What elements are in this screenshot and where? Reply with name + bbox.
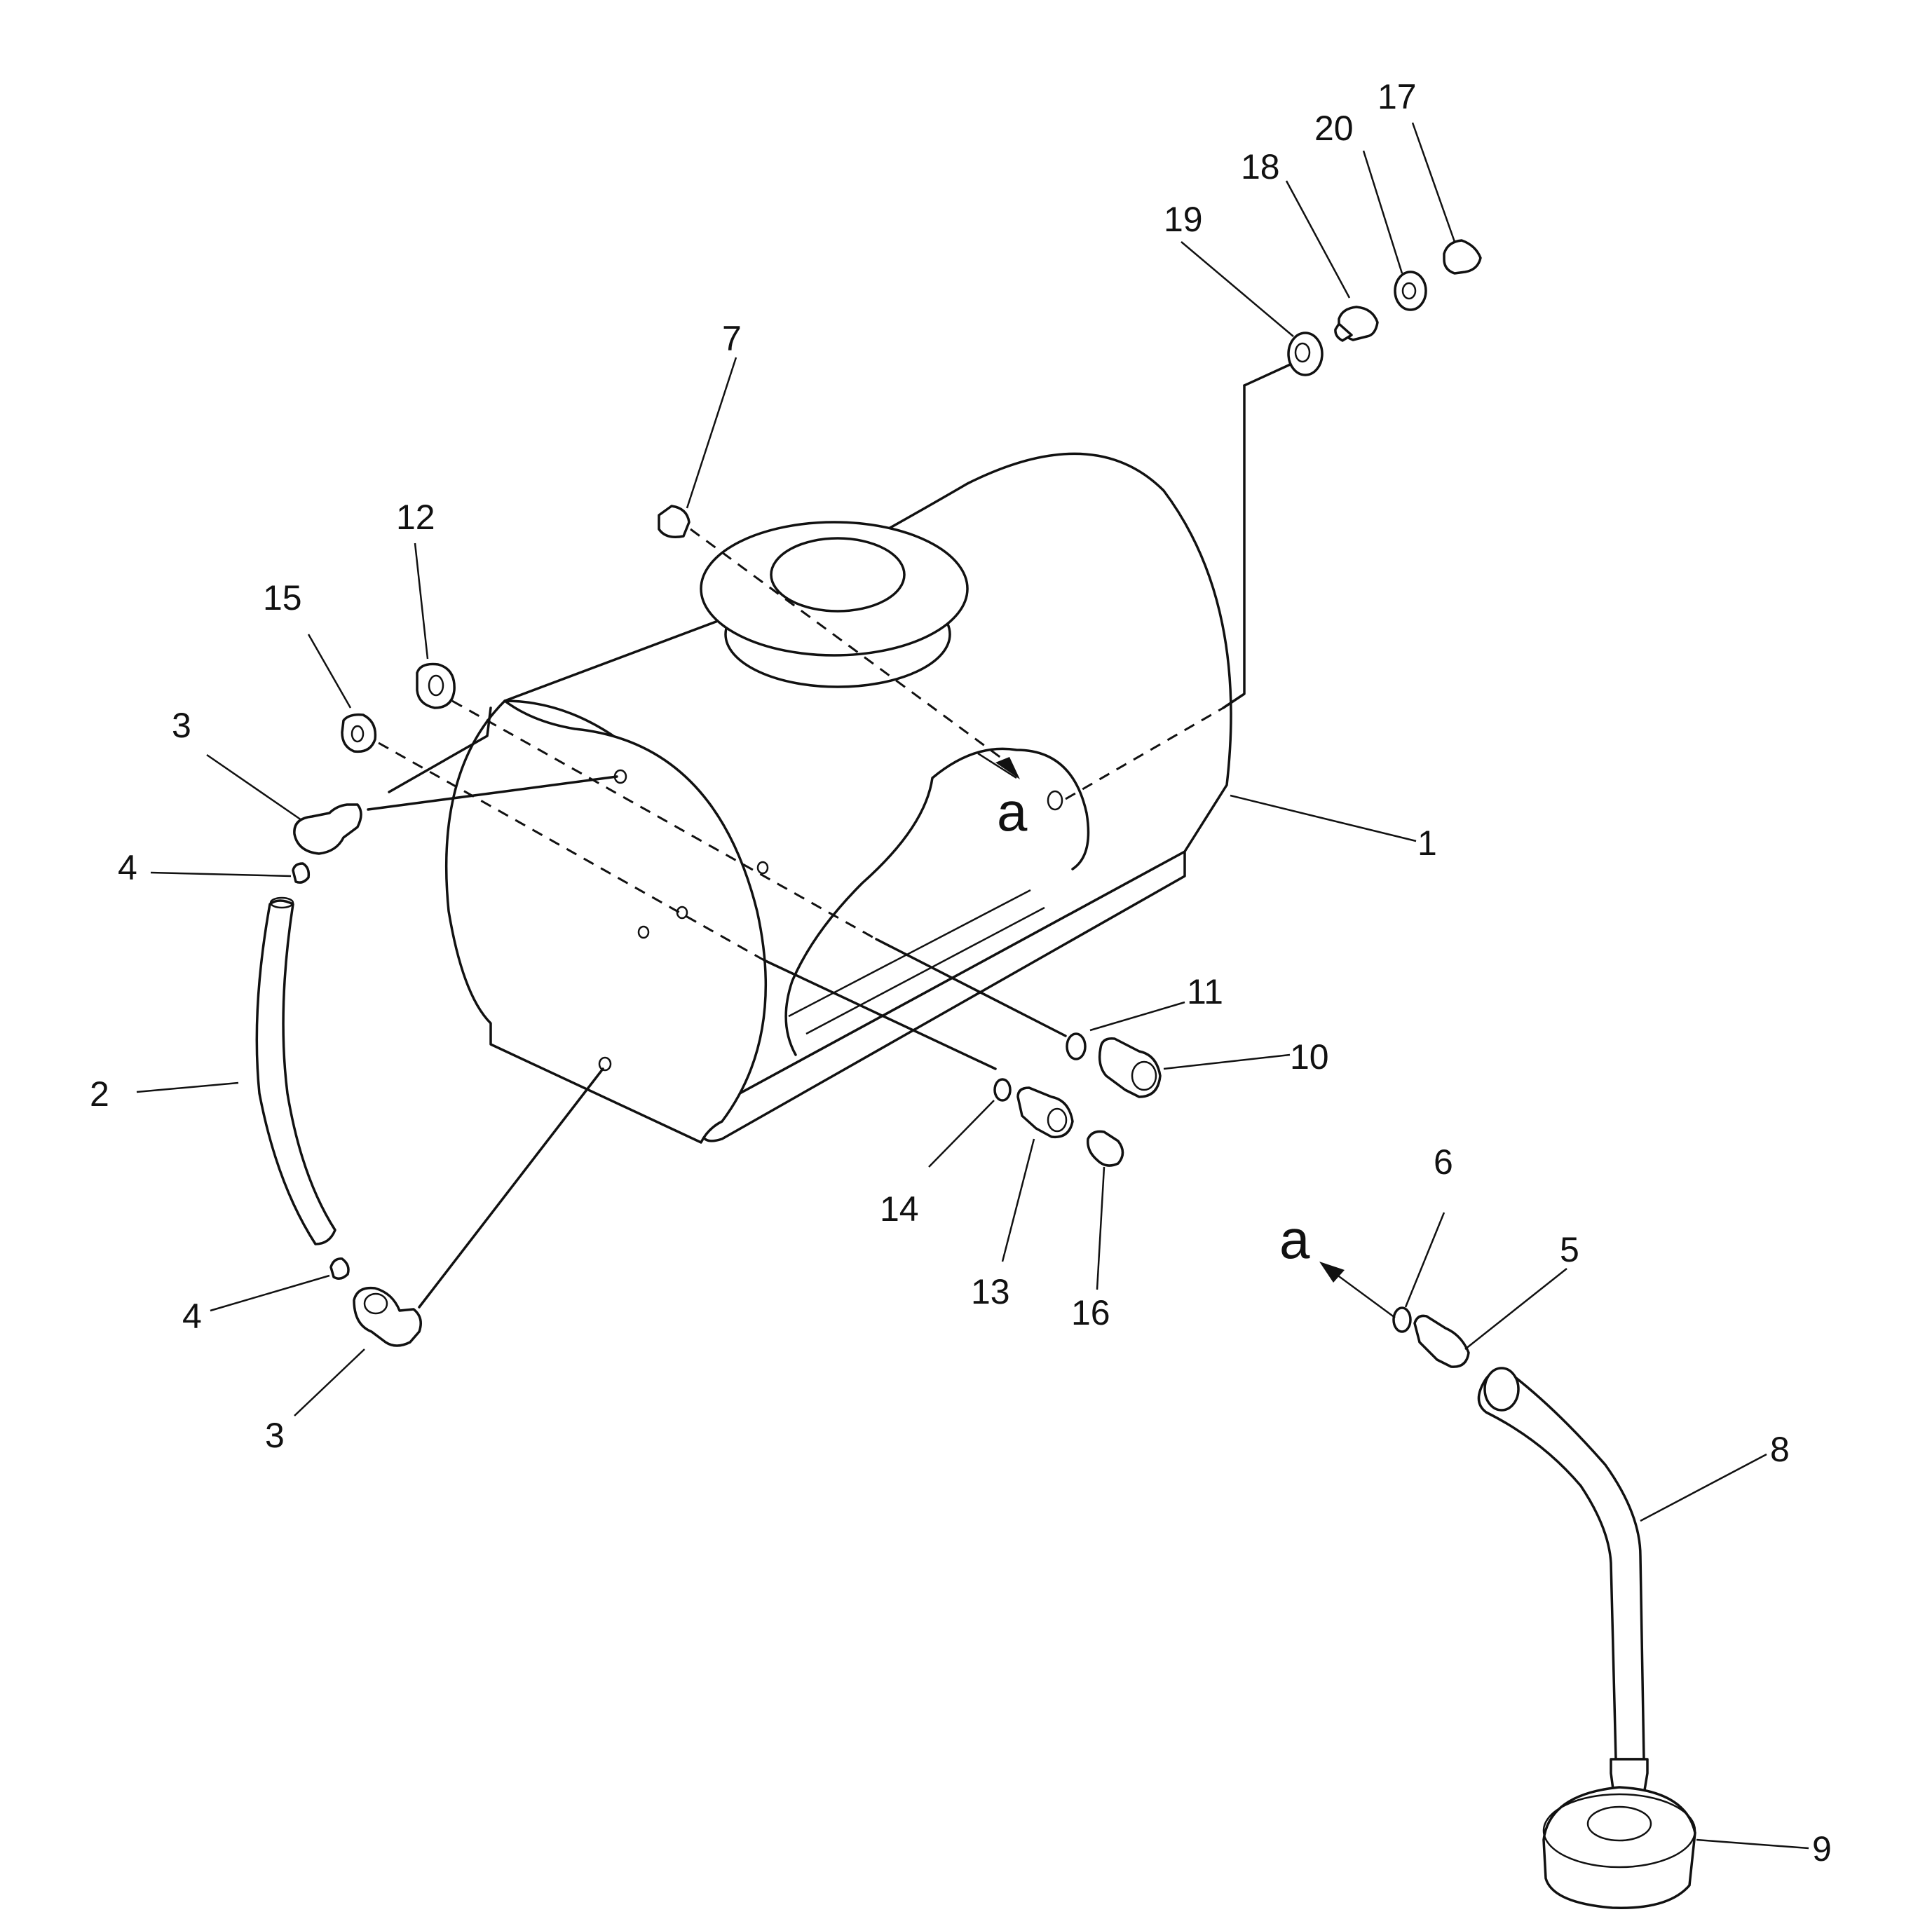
tank-body	[444, 452, 1232, 1144]
part-16-plug	[1087, 1130, 1124, 1167]
label-8: 8	[1770, 1430, 1790, 1469]
part-15-nut	[341, 713, 377, 753]
label-15: 15	[263, 578, 302, 617]
tank-port-hole	[598, 1056, 612, 1072]
label-9: 9	[1812, 1829, 1832, 1869]
label-17: 17	[1377, 77, 1417, 116]
label-a-tank: a	[997, 781, 1028, 842]
part-4-clamp-upper	[292, 862, 311, 884]
part-7-plug	[658, 505, 691, 538]
part-17-cap	[1443, 239, 1482, 275]
small-parts	[255, 239, 1696, 1909]
label-6: 6	[1434, 1142, 1453, 1182]
tank-end-cap	[444, 699, 768, 1144]
label-18: 18	[1241, 147, 1280, 186]
leader-lines	[136, 122, 1809, 1850]
label-12: 12	[396, 498, 435, 537]
label-4-upper: 4	[118, 848, 137, 887]
label-4-lower: 4	[182, 1297, 202, 1336]
part-4-clamp-lower	[329, 1257, 350, 1280]
tank-base-rail	[805, 906, 1045, 1035]
label-14: 14	[880, 1189, 919, 1229]
tank-port-hole	[637, 925, 650, 939]
label-3-lower: 3	[265, 1416, 285, 1455]
a-arrows	[977, 752, 1396, 1319]
tank-base-rail	[788, 889, 1031, 1018]
label-16: 16	[1071, 1293, 1110, 1332]
tank-port-hole	[676, 906, 688, 920]
tank-port-hole	[1047, 790, 1063, 811]
part-20-washer	[1394, 271, 1427, 311]
part-2-hose	[255, 899, 336, 1245]
label-a-hose: a	[1279, 1208, 1310, 1270]
part-6-o-ring	[1392, 1306, 1412, 1333]
label-10: 10	[1290, 1037, 1329, 1077]
label-3-upper: 3	[172, 706, 191, 745]
label-11: 11	[1187, 972, 1223, 1011]
part-3-elbow-lower	[353, 1286, 422, 1347]
assembly-lines	[367, 357, 1304, 1309]
tank-port-hole	[756, 861, 769, 875]
filler-neck-opening	[770, 537, 906, 613]
part-5-adapter	[1413, 1314, 1470, 1368]
part-13-fitting	[1016, 1086, 1074, 1139]
label-5: 5	[1560, 1230, 1579, 1269]
part-10-fitting	[1098, 1037, 1162, 1098]
part-12-nut	[416, 662, 456, 709]
label-2: 2	[90, 1074, 109, 1114]
part-19-washer	[1287, 332, 1324, 376]
part-labels: 1 2 3 3 4 4 5 6 7 8 9 10 11 12 13 14 15 …	[90, 77, 1832, 1869]
tank-cutaway-edge	[784, 747, 1090, 1056]
part-11-o-ring	[1066, 1032, 1087, 1060]
label-19: 19	[1164, 200, 1203, 239]
label-20: 20	[1314, 109, 1354, 148]
label-7: 7	[722, 319, 742, 358]
label-13: 13	[971, 1272, 1010, 1311]
part-14-o-ring	[993, 1078, 1012, 1102]
part-3-elbow-upper	[293, 803, 362, 855]
part-8-suction-pipe	[1477, 1370, 1645, 1761]
label-1: 1	[1417, 824, 1437, 863]
